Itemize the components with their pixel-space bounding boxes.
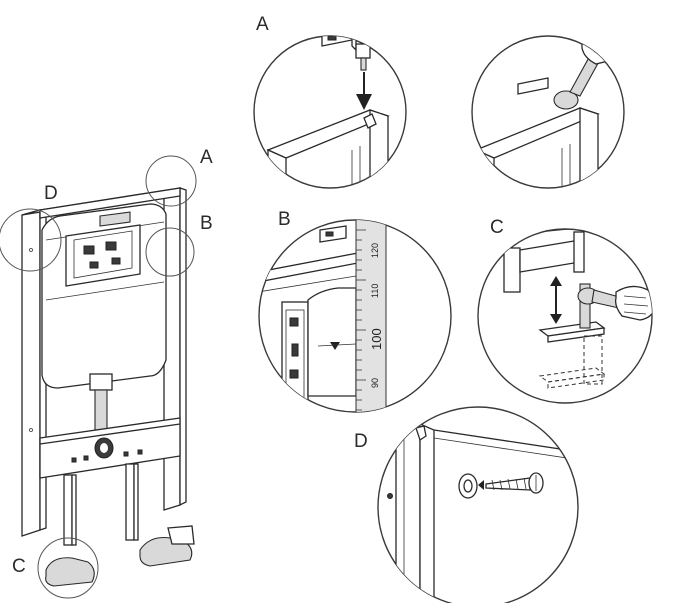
ruler-mark-110: 110 bbox=[370, 284, 380, 298]
callout-circle-a bbox=[145, 155, 197, 207]
detail-a-insert bbox=[253, 35, 407, 189]
callout-circle-d bbox=[0, 208, 62, 272]
detail-b-height: 120 110 100 90 bbox=[258, 219, 452, 413]
detail-d-screw bbox=[377, 406, 579, 603]
detail-c-feet bbox=[477, 228, 653, 404]
detail-label-c: C bbox=[490, 217, 504, 238]
main-callouts bbox=[0, 155, 197, 599]
detail-a-tighten bbox=[471, 35, 625, 189]
ruler-mark-100: 100 bbox=[369, 328, 384, 350]
callout-circle-b bbox=[145, 227, 195, 277]
callout-circle-c bbox=[37, 537, 99, 599]
main-label-c: C bbox=[12, 556, 26, 577]
ruler-ticks bbox=[356, 229, 366, 411]
main-label-b: B bbox=[200, 213, 213, 234]
main-label-a: A bbox=[200, 147, 213, 168]
main-label-d: D bbox=[44, 183, 58, 204]
ruler-mark-90: 90 bbox=[370, 378, 380, 388]
ruler-mark-120: 120 bbox=[370, 243, 380, 258]
detail-label-b: B bbox=[278, 209, 291, 230]
detail-label-a: A bbox=[256, 14, 269, 35]
detail-label-d: D bbox=[354, 431, 368, 452]
main-frame bbox=[21, 187, 195, 567]
